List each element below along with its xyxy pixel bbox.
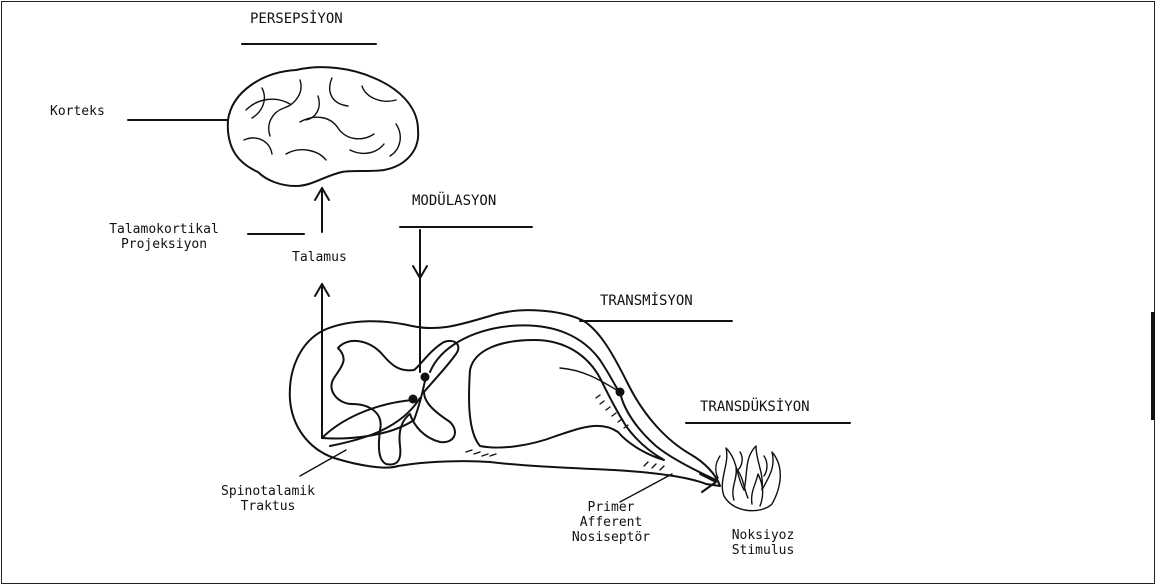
label-noxious-stimulus-line1: Noksiyoz xyxy=(708,528,818,543)
label-spinothalamic-line2: Traktus xyxy=(198,499,338,514)
synapse-dot-upper xyxy=(421,373,430,382)
label-primary-afferent: Primer Afferent Nosiseptör xyxy=(556,500,666,545)
label-spinothalamic-line1: Spinotalamik xyxy=(198,484,338,499)
label-primary-afferent-line2: Afferent xyxy=(556,515,666,530)
spinal-cord-outline xyxy=(290,310,720,486)
label-cortex: Korteks xyxy=(50,104,105,119)
afferent-connector xyxy=(560,368,620,392)
label-thalamocortical-line1: Talamokortikal xyxy=(84,222,244,237)
root-hatching xyxy=(466,450,496,456)
heading-transmission: TRANSMİSYON xyxy=(600,294,693,309)
flame-icon xyxy=(716,446,780,511)
afferent-pointer-line xyxy=(620,474,672,502)
label-primary-afferent-line3: Nosiseptör xyxy=(556,530,666,545)
afferent-fiber-outer xyxy=(430,325,716,480)
brain-icon xyxy=(228,67,418,186)
label-noxious-stimulus-line2: Stimulus xyxy=(708,543,818,558)
synapse-dot-lower xyxy=(409,395,418,404)
heading-perception: PERSEPSİYON xyxy=(250,12,343,27)
label-primary-afferent-line1: Primer xyxy=(556,500,666,515)
label-thalamocortical-line2: Projeksiyon xyxy=(84,237,244,252)
ganglion-inner-loop xyxy=(469,340,664,460)
afferent-hatching xyxy=(644,462,664,470)
heading-transduction: TRANSDÜKSİYON xyxy=(700,400,810,415)
heading-modulation: MODÜLASYON xyxy=(412,194,496,209)
label-spinothalamic: Spinotalamik Traktus xyxy=(198,484,338,514)
label-noxious-stimulus: Noksiyoz Stimulus xyxy=(708,528,818,558)
ganglion-cell-dot xyxy=(616,388,625,397)
label-thalamus: Talamus xyxy=(292,250,347,265)
label-thalamocortical: Talamokortikal Projeksiyon xyxy=(84,222,244,252)
